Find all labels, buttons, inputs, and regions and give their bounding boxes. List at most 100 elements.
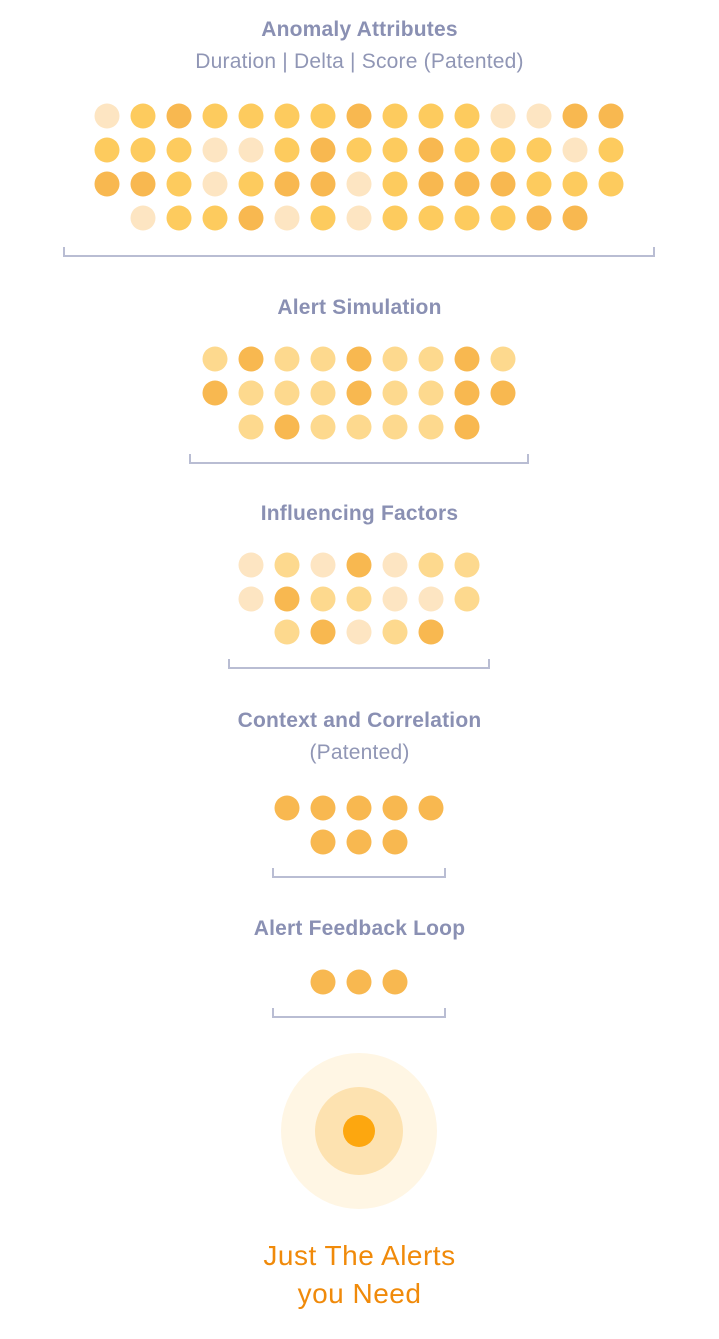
stage-1-group (63, 103, 655, 257)
alert-dot (382, 137, 408, 163)
stage-title-alert-feedback-loop: Alert Feedback Loop (253, 917, 466, 940)
alert-dot (346, 795, 372, 821)
alert-dot (490, 171, 516, 197)
alert-dot (346, 619, 372, 645)
alert-dot (310, 552, 336, 578)
alert-dot (454, 171, 480, 197)
alert-dot (346, 205, 372, 231)
alert-dot (202, 346, 228, 372)
alert-dot (274, 586, 300, 612)
alert-dot (526, 171, 552, 197)
alert-dot (94, 137, 120, 163)
alert-dot (490, 346, 516, 372)
alert-dot (310, 346, 336, 372)
alert-dot (238, 103, 264, 129)
alert-dot (382, 414, 408, 440)
alert-dot (454, 205, 480, 231)
alert-dot (418, 552, 444, 578)
alert-dot (382, 795, 408, 821)
alert-dot (346, 414, 372, 440)
alert-dot (130, 137, 156, 163)
alert-dot (202, 171, 228, 197)
alert-dot (490, 103, 516, 129)
filter-bracket (228, 659, 490, 669)
alert-dot (310, 205, 336, 231)
alert-dot (274, 205, 300, 231)
alert-dot (526, 103, 552, 129)
alert-dot (274, 171, 300, 197)
target-icon (281, 1053, 437, 1209)
alert-dot (382, 103, 408, 129)
alert-dot (490, 205, 516, 231)
alert-dot (310, 969, 336, 995)
stage-subtitle-context-and-correlation: (Patented) (309, 741, 410, 764)
alert-dot (562, 171, 588, 197)
alert-dot (418, 346, 444, 372)
alert-dot (382, 205, 408, 231)
alert-dot (598, 171, 624, 197)
alert-dot (130, 205, 156, 231)
filter-bracket (272, 868, 446, 878)
stage-title-influencing-factors: Influencing Factors (260, 502, 459, 525)
stage-3-group (228, 552, 490, 669)
alert-dot (562, 205, 588, 231)
alert-dot (418, 619, 444, 645)
alert-dot (382, 619, 408, 645)
alert-dot (238, 414, 264, 440)
alert-dot (490, 137, 516, 163)
stage-subtitle-anomaly-attributes: Duration | Delta | Score (Patented) (195, 50, 524, 73)
alert-dot (490, 380, 516, 406)
alert-dot (346, 552, 372, 578)
alert-dot (418, 586, 444, 612)
alert-dot (382, 552, 408, 578)
alert-dot (130, 103, 156, 129)
alert-dot (454, 414, 480, 440)
alert-dot (526, 205, 552, 231)
filter-bracket (189, 454, 529, 464)
alert-dot (238, 137, 264, 163)
alert-dot (562, 103, 588, 129)
alert-dot (310, 829, 336, 855)
alert-dot (238, 171, 264, 197)
alert-dot (202, 205, 228, 231)
alert-dot (310, 619, 336, 645)
alert-dot (238, 586, 264, 612)
alert-dot (310, 380, 336, 406)
stage-2-group (189, 346, 529, 464)
filter-bracket (63, 247, 655, 257)
alert-dot (346, 586, 372, 612)
alert-dot (382, 171, 408, 197)
alert-dot (562, 137, 588, 163)
alert-dot (310, 171, 336, 197)
alert-dot (238, 552, 264, 578)
alert-dot (238, 205, 264, 231)
alert-dot (166, 205, 192, 231)
alert-dot (418, 171, 444, 197)
alert-dot (454, 137, 480, 163)
result-line-1: Just The Alerts (263, 1240, 456, 1271)
alert-dot (346, 103, 372, 129)
alert-dot (346, 137, 372, 163)
alert-dot (598, 103, 624, 129)
alert-dot (94, 171, 120, 197)
alert-dot (274, 795, 300, 821)
alert-dot (526, 137, 552, 163)
alert-dot (382, 586, 408, 612)
alert-dot (382, 346, 408, 372)
stage-title-alert-simulation: Alert Simulation (277, 296, 442, 319)
alert-dot (346, 346, 372, 372)
alert-dot (454, 346, 480, 372)
alert-dot (418, 795, 444, 821)
stage-5-group (272, 969, 446, 1018)
alert-dot (454, 552, 480, 578)
alert-dot (598, 137, 624, 163)
alert-dot (418, 137, 444, 163)
alert-dot (418, 380, 444, 406)
target-core (343, 1115, 375, 1147)
alert-dot (346, 380, 372, 406)
alert-dot (310, 103, 336, 129)
stage-title-context-and-correlation: Context and Correlation (237, 709, 482, 732)
alert-dot (130, 171, 156, 197)
